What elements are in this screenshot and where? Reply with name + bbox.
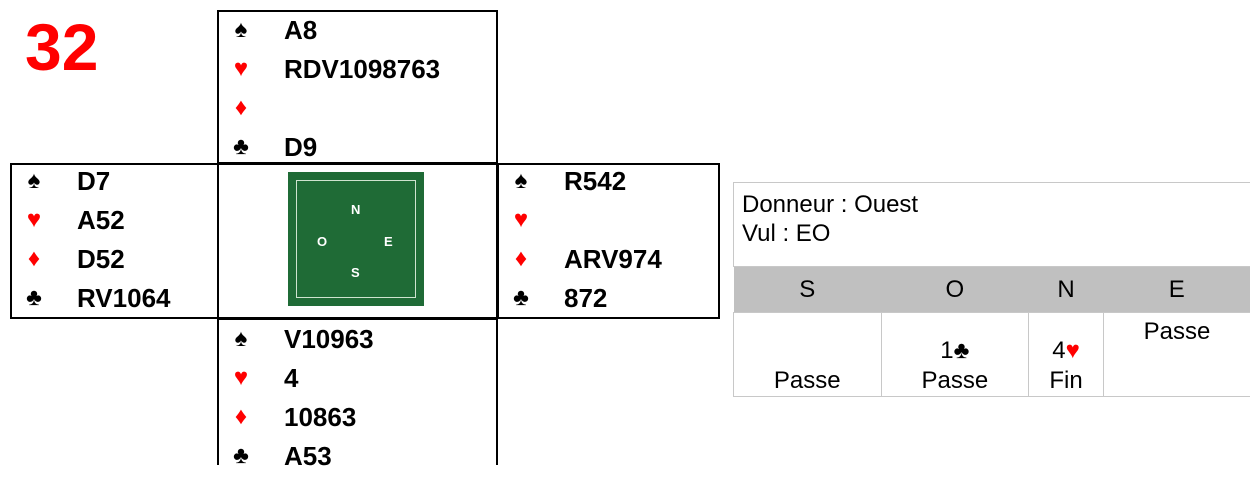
bid-level: 4 [1052,337,1065,364]
west-spades: D7 [77,166,110,197]
bids-east: Passe [1103,313,1250,397]
north-clubs: D9 [284,132,317,163]
south-clubs: A53 [284,441,332,472]
spade-icon: ♠ [226,325,256,353]
west-hearts: A52 [77,205,125,236]
bids-south: Passe [734,313,882,397]
spade-icon: ♠ [506,167,536,195]
deal-info: Donneur : Ouest Vul : EO [733,182,1250,267]
south-hearts: 4 [284,363,298,394]
diamond-icon: ♦ [226,94,256,122]
diamond-icon: ♦ [19,245,49,273]
heart-icon: ♥ [1066,337,1080,364]
bid: Passe [1104,317,1250,347]
east-diamonds: ARV974 [564,244,662,275]
bid: Passe [734,366,881,396]
header-east: E [1103,268,1250,313]
dealer-label: Donneur : Ouest [742,191,1250,220]
header-west: O [881,268,1029,313]
heart-icon: ♥ [226,364,256,392]
table-compass: N O E S [288,172,424,306]
bids-north: 4♥ Fin [1029,313,1104,397]
vulnerability-label: Vul : EO [742,220,1250,249]
bidding-header-row: S O N E [734,268,1250,313]
north-hearts: RDV1098763 [284,54,440,85]
divider-west-center [217,163,219,319]
club-icon: ♣ [506,284,536,312]
east-clubs: 872 [564,283,607,314]
bid: 4♥ [1029,336,1103,366]
west-diamonds: D52 [77,244,125,275]
bids-west: 1♣ Passe [881,313,1029,397]
header-north: N [1029,268,1104,313]
east-spades: R542 [564,166,626,197]
header-south: S [734,268,882,313]
north-spades: A8 [284,15,317,46]
bid: Passe [882,366,1029,396]
bid: Fin [1029,366,1103,396]
compass-north: N [351,202,360,217]
heart-icon: ♥ [506,206,536,234]
compass-south: S [351,265,360,280]
west-clubs: RV1064 [77,283,171,314]
heart-icon: ♥ [19,206,49,234]
bidding-row: Passe 1♣ Passe 4♥ Fin Passe [734,313,1250,397]
club-icon: ♣ [19,284,49,312]
compass-frame [296,180,416,298]
bid: 1♣ [882,336,1029,366]
south-spades: V10963 [284,324,374,355]
spade-icon: ♠ [19,167,49,195]
compass-east: E [384,234,393,249]
board-number: 32 [25,14,98,80]
bidding-table: S O N E Passe 1♣ Passe 4♥ Fin Passe [733,267,1250,397]
heart-icon: ♥ [226,55,256,83]
compass-west: O [317,234,327,249]
south-diamonds: 10863 [284,402,356,433]
diamond-icon: ♦ [506,245,536,273]
club-icon: ♣ [226,133,256,161]
diamond-icon: ♦ [226,403,256,431]
club-icon: ♣ [226,442,256,470]
north-hand-box [217,10,498,164]
spade-icon: ♠ [226,16,256,44]
